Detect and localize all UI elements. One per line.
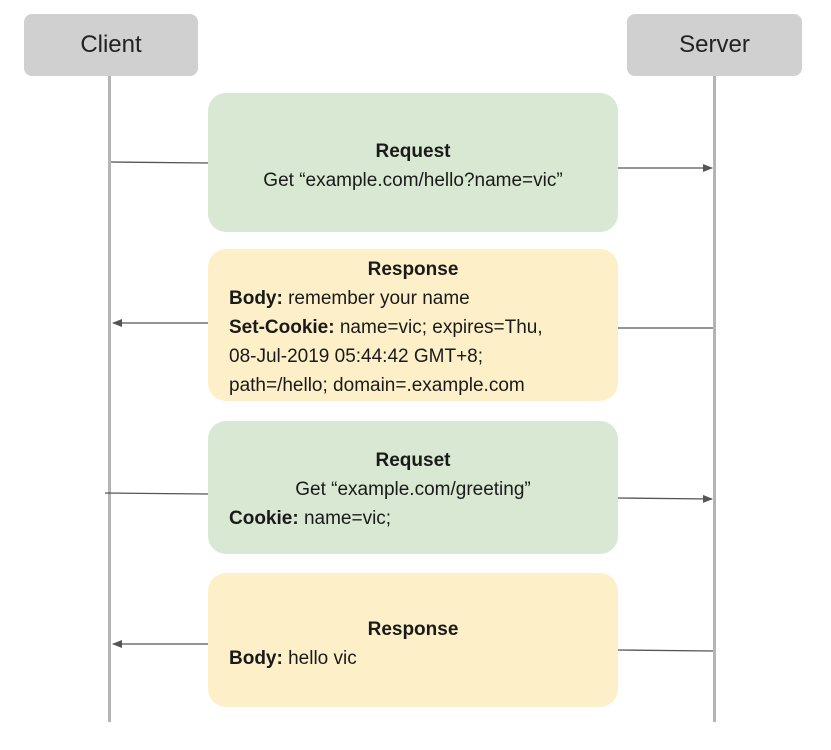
request-1-box: Request Get “example.com/hello?name=vic” xyxy=(208,93,618,232)
body-value: hello vic xyxy=(282,648,357,669)
response-1-setcookie-line: Set-Cookie: name=vic; expires=Thu, xyxy=(208,313,618,342)
client-label: Client xyxy=(80,31,142,58)
request-2-title: Requset xyxy=(375,450,451,471)
request-2-arrow-start xyxy=(104,492,209,495)
setcookie-label: Set-Cookie: xyxy=(229,317,335,338)
request-1-title: Request xyxy=(375,141,451,162)
client-lifeline xyxy=(108,76,111,722)
cookie-label: Cookie: xyxy=(229,508,299,529)
request-2-cookie-line: Cookie: name=vic; xyxy=(208,504,618,533)
request-2-box: Requset Get “example.com/greeting” Cooki… xyxy=(208,421,618,554)
body-label: Body: xyxy=(229,288,283,309)
server-actor: Server xyxy=(627,14,802,76)
response-2-body-line: Body: hello vic xyxy=(208,644,618,673)
response-1-box: Response Body: remember your name Set-Co… xyxy=(208,249,618,401)
request-1-arrow-start xyxy=(110,161,209,164)
setcookie-value: name=vic; expires=Thu, xyxy=(334,317,543,338)
response-1-line-4: path=/hello; domain=.example.com xyxy=(229,375,525,396)
body-label: Body: xyxy=(229,648,283,669)
response-1-title: Response xyxy=(367,259,459,280)
response-1-body-line: Body: remember your name xyxy=(208,284,618,313)
body-value: remember your name xyxy=(282,288,470,309)
cookie-value: name=vic; xyxy=(298,508,392,529)
request-1-line: Get “example.com/hello?name=vic” xyxy=(263,170,563,191)
server-label: Server xyxy=(679,31,750,58)
request-2-line: Get “example.com/greeting” xyxy=(295,479,531,500)
response-1-line-3: 08-Jul-2019 05:44:42 GMT+8; xyxy=(229,346,484,367)
response-2-title: Response xyxy=(367,619,459,640)
response-2-box: Response Body: hello vic xyxy=(208,573,618,707)
server-lifeline xyxy=(713,76,716,722)
request-2-arrow-end xyxy=(617,494,713,503)
response-2-arrow-start xyxy=(617,649,714,652)
client-actor: Client xyxy=(24,14,198,76)
